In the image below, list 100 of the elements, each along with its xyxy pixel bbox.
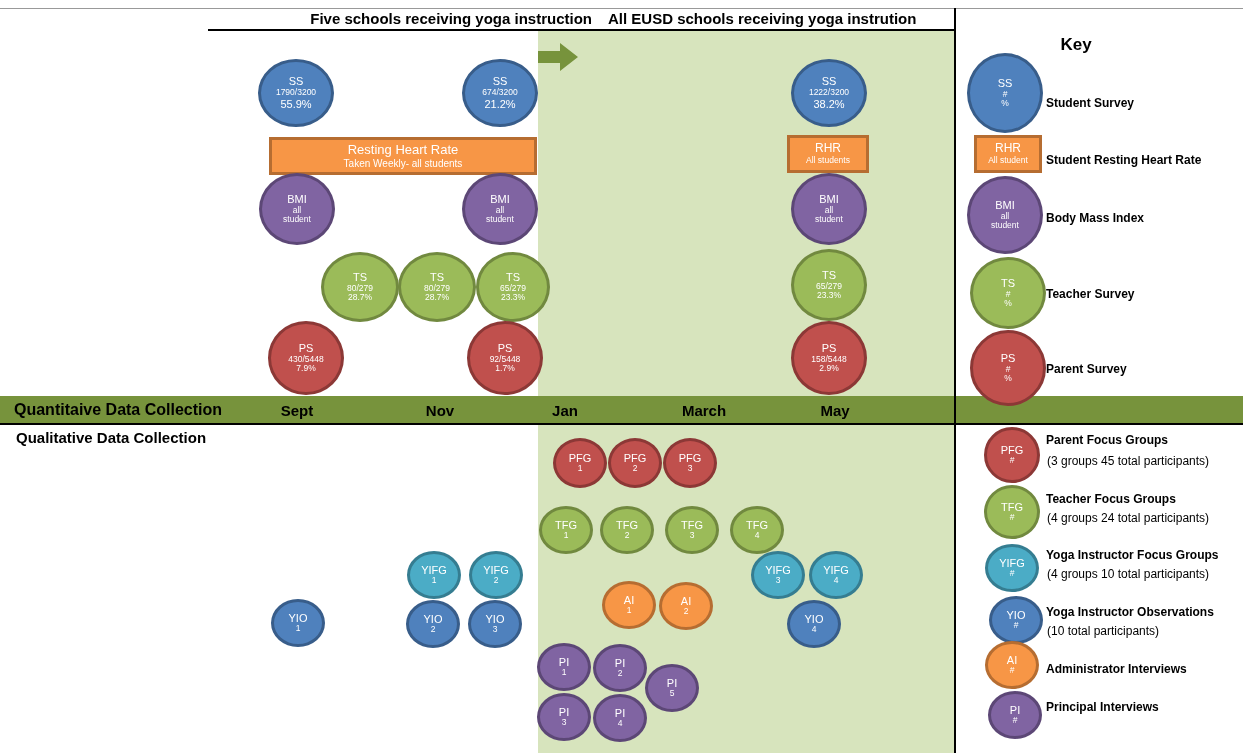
value-text: 23.3% (500, 293, 526, 304)
value-text: # (1009, 666, 1015, 677)
value-text: 2 (493, 576, 499, 587)
header-text: All EUSD schools receiving yoga instrution (608, 10, 917, 27)
value-text: 1 (563, 531, 569, 542)
abbreviation-text: YIO (423, 612, 443, 626)
focus-group-circle (407, 551, 461, 599)
value-text: 3 (689, 531, 695, 542)
value-text: 430/5448 (288, 354, 324, 365)
value-text: 28.7% (347, 293, 373, 304)
value-text: 3 (561, 718, 567, 729)
observation-circle (271, 599, 325, 647)
value-text: student (815, 215, 843, 226)
value-text: 1 (431, 576, 437, 587)
value-text: 1 (577, 464, 583, 475)
value-text: % (1004, 299, 1012, 310)
legend-text: Principal Interviews (1046, 700, 1159, 714)
month-label: May (820, 402, 850, 419)
abbreviation-text: TFG (555, 518, 577, 532)
abbreviation-text: BMI (819, 192, 839, 206)
legend-text: Administrator Interviews (1046, 662, 1187, 676)
key-heart-rate-box (974, 135, 1042, 173)
key-interview-circle (988, 691, 1042, 739)
abbreviation-text: SS (997, 76, 1013, 90)
observation-circle (468, 600, 522, 648)
legend-text: Parent Survey (1046, 362, 1127, 376)
abbreviation-text: SS (821, 75, 837, 88)
value-text: 3 (775, 576, 781, 587)
value-text: 28.7% (424, 293, 450, 304)
value-text: 2 (617, 669, 623, 680)
month-label: Jan (552, 402, 578, 419)
abbreviation-text: TFG (1001, 500, 1023, 514)
value-text: 1222/3200 (808, 88, 850, 98)
focus-group-circle (469, 551, 523, 599)
abbreviation-text: PFG (623, 451, 647, 465)
participant-note: (4 groups 24 total participants) (1047, 511, 1210, 525)
abbreviation-text: YIFG (421, 563, 447, 577)
month-label: Sept (280, 402, 314, 419)
abbreviation-text: YIO (288, 611, 308, 625)
legend-text: Teacher Survey (1046, 287, 1135, 301)
key-focus-group-circle (984, 485, 1040, 539)
abbreviation-text: PFG (568, 451, 592, 465)
value-text: 158/5448 (811, 354, 847, 365)
month-label: Nov (425, 402, 455, 419)
value-text: 3 (492, 625, 498, 636)
value-text: 92/5448 (489, 354, 521, 365)
value-text: 4 (617, 719, 623, 730)
abbreviation-text: YIO (485, 612, 505, 626)
value-text: 38.2% (813, 97, 845, 111)
value-text: 4 (833, 576, 839, 587)
abbreviation-text: YIFG (483, 563, 509, 577)
key-interview-circle (985, 641, 1039, 689)
value-text: all (1000, 211, 1010, 221)
abbreviation-text: PI (614, 656, 626, 670)
value-text: 2 (632, 464, 638, 475)
abbreviation-text: PS (1000, 351, 1016, 365)
abbreviation-text: PFG (1000, 443, 1024, 457)
value-text: all (495, 205, 505, 215)
observation-circle (406, 600, 460, 648)
value-text: # (1002, 89, 1008, 100)
value-text: 7.9% (296, 364, 316, 375)
legend-text: Yoga Instructor Focus Groups (1046, 548, 1219, 562)
value-text: 674/3200 (482, 88, 518, 98)
value-text: all (292, 205, 302, 215)
heart-rate-bar (269, 137, 537, 175)
abbreviation-text: PI (1009, 703, 1021, 717)
abbreviation-text: AI (680, 594, 692, 608)
abbreviation-text: PI (614, 706, 626, 720)
value-text: 21.2% (484, 97, 516, 111)
abbreviation-text: RHR (995, 142, 1021, 156)
abbreviation-text: BMI (490, 192, 510, 206)
abbreviation-text: YIO (804, 612, 824, 626)
abbreviation-text: PI (558, 655, 570, 669)
abbreviation-text: TS (1000, 276, 1016, 290)
value-text: 65/279 (816, 281, 842, 292)
value-text: 2 (430, 625, 436, 636)
value-text: # (1009, 513, 1015, 524)
abbreviation-text: BMI (995, 198, 1015, 212)
participant-note: (10 total participants) (1047, 624, 1160, 638)
value-text: 80/279 (424, 283, 450, 294)
value-text: % (1001, 99, 1009, 110)
value-text: 3 (687, 464, 693, 475)
legend-text: Student Resting Heart Rate (1046, 153, 1202, 167)
value-text: student (486, 215, 514, 226)
value-text: # (1009, 569, 1015, 580)
value-text: 1 (295, 624, 301, 635)
abbreviation-text: PS (821, 341, 837, 355)
abbreviation-text: TS (429, 270, 445, 284)
section-title: Quantitaive Data Collection (14, 401, 223, 419)
month-label: March (681, 402, 727, 419)
value-text: 65/279 (500, 283, 526, 294)
abbreviation-text: TS (352, 270, 368, 284)
value-text: 2 (683, 607, 689, 618)
section-title: Qualitative Data Collection (16, 429, 207, 446)
value-text: # (1005, 364, 1011, 375)
abbreviation-text: AI (1006, 653, 1018, 667)
value-text: All student (988, 156, 1028, 166)
abbreviation-text: PI (558, 705, 570, 719)
value-text: 55.9% (280, 97, 312, 111)
abbreviation-text: YIFG (999, 556, 1025, 570)
